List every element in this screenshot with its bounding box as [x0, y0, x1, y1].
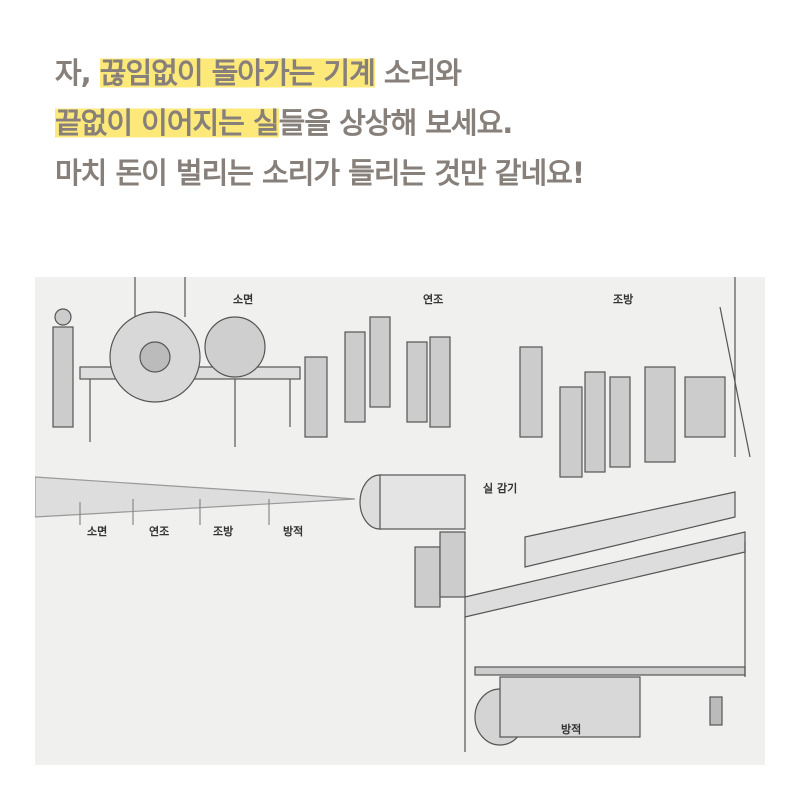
process-label-drawing: 연조: [149, 525, 170, 538]
carding-machine: [52, 277, 301, 447]
stage-label-drawing: 연조: [423, 293, 444, 306]
headline-line-1: 자, 끊임없이 돌아가는 기계 소리와: [55, 56, 462, 90]
process-label-carding: 소면: [87, 525, 108, 538]
spinning-label: 방적: [561, 723, 582, 736]
machines-drawing: [35, 277, 751, 752]
headline: 자, 끊임없이 돌아가는 기계 소리와 끝없이 이어지는 실들을 상상해 보세요…: [55, 48, 585, 198]
roving-frame: [559, 277, 751, 478]
highlight: 끝없이 이어지는 실: [55, 106, 280, 140]
spinning-frame: [464, 491, 746, 752]
process-label-roving: 조방: [213, 525, 234, 538]
process-label-spinning: 방적: [283, 525, 304, 538]
spinning-process-illustration: 소면 연조 조방 실 감기 소면 연조 조방 방적 방적: [35, 277, 765, 765]
headline-line-3: 마치 돈이 벌리는 소리가 들리는 것만 같네요!: [55, 156, 585, 190]
highlight: 끊임없이 돌아가는 기계: [99, 56, 376, 90]
winding-label: 실 감기: [483, 482, 518, 495]
drawing-cans: [304, 316, 543, 438]
fiber-stream: [35, 476, 356, 525]
stage-label-roving: 조방: [613, 293, 634, 306]
stage-label-carding: 소면: [233, 293, 254, 306]
winding-machine: [359, 474, 466, 608]
headline-line-2: 끝없이 이어지는 실들을 상상해 보세요.: [55, 106, 513, 140]
